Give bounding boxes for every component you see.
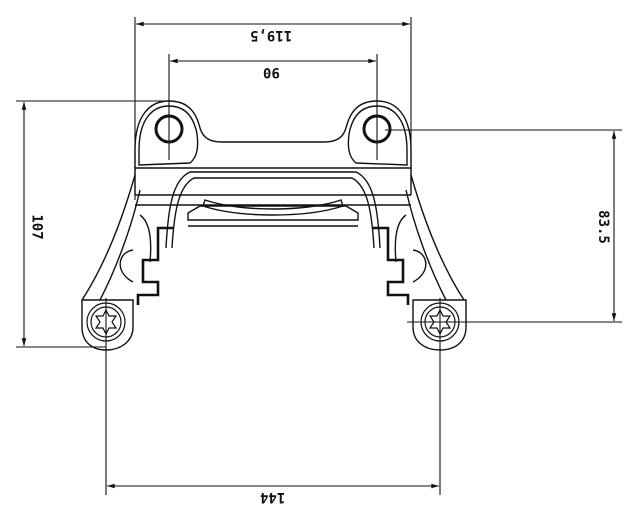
torx-bolt-right-icon [420,302,460,342]
dimension-overall-height: 107 [28,214,45,240]
mounting-holes [154,114,392,144]
mount-hole-left-icon [154,114,184,144]
dimension-lines [16,17,622,495]
pad-abutments [136,226,410,305]
dimension-outer-width: 119,5 [250,27,293,43]
mount-hole-right-icon [362,114,392,144]
lug-bolts [86,302,460,342]
dimension-hole-to-lug: 83.5 [594,210,611,244]
bracket-body [81,100,467,351]
torx-bolt-left-icon [86,302,126,342]
dimension-lug-spacing: 144 [260,489,286,505]
dimension-hole-spacing: 90 [263,64,280,80]
